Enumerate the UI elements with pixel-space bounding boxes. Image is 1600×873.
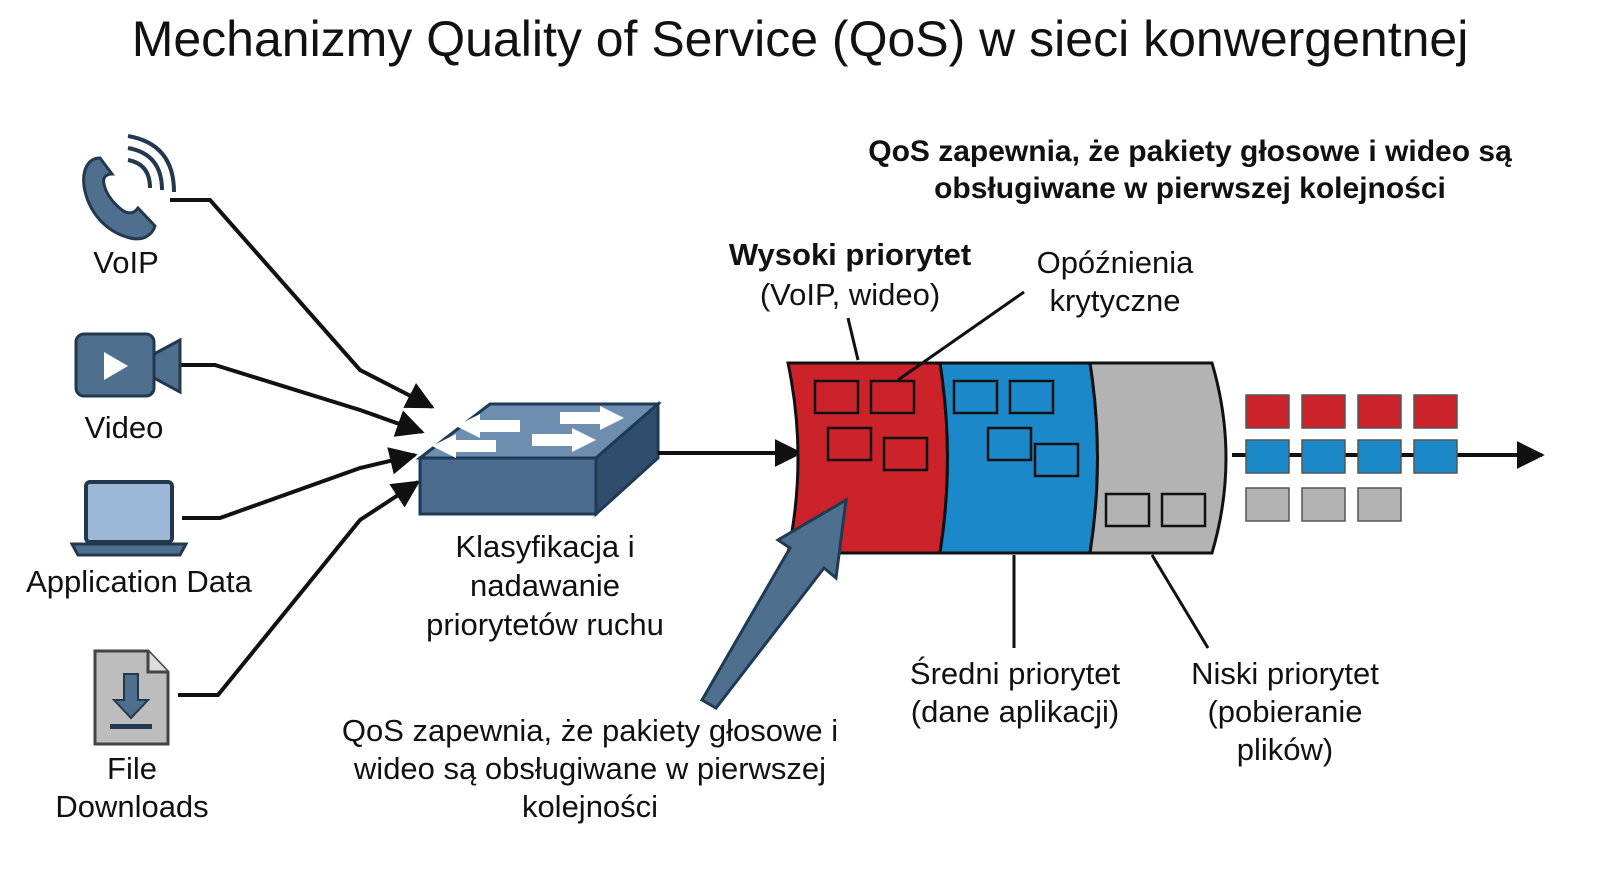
out-packet-low (1357, 487, 1402, 522)
video-camera-icon (74, 332, 182, 398)
appdata-connector (182, 447, 418, 520)
source-label-file-downloads: File Downloads (55, 751, 209, 824)
file-download-icon (93, 649, 170, 746)
medium-priority-label: Średni priorytet (dane aplikacji) (909, 656, 1121, 729)
source-label-application-data: Application Data (26, 564, 252, 599)
out-packet-high (1245, 394, 1290, 429)
low-priority-label: Niski priorytet (pobieranie plików) (1191, 656, 1379, 767)
network-switch-icon (415, 400, 663, 518)
callout-lines (846, 290, 1210, 649)
high-packet (869, 379, 916, 415)
out-packet-low (1301, 487, 1346, 522)
out-packet-high (1301, 394, 1346, 429)
low-priority-segment (1088, 361, 1228, 555)
out-packet-medium (1301, 439, 1346, 474)
switch-label: Klasyfikacja i nadawanie priorytetów ruc… (426, 529, 664, 642)
high-packet (826, 426, 873, 462)
out-packet-medium (1245, 439, 1290, 474)
high-priority-title: Wysoki priorytet (728, 237, 972, 272)
out-packet-medium (1357, 439, 1402, 474)
high-priority-detail: (VoIP, wideo) (759, 277, 941, 312)
medium-packet (1008, 379, 1055, 415)
note-top-right: QoS zapewnia, że pakiety głosowe i wideo… (868, 135, 1512, 205)
low-priority-leader (1150, 554, 1210, 649)
latency-leader (897, 290, 1025, 382)
page-title: Mechanizmy Quality of Service (QoS) w si… (131, 11, 1469, 67)
note-bottom: QoS zapewnia, że pakiety głosowe i wideo… (341, 713, 839, 824)
laptop-icon (69, 480, 189, 557)
voip-connector (170, 198, 435, 409)
low-packet (1160, 492, 1207, 528)
high-packet (882, 436, 929, 472)
source-connectors (170, 198, 435, 697)
medium-packet (986, 426, 1033, 462)
qos-pointer-arrow (699, 497, 848, 710)
video-connector (178, 363, 425, 437)
out-packet-high (1413, 394, 1458, 429)
high-priority-leader (846, 317, 860, 361)
source-label-voip: VoIP (93, 245, 159, 280)
medium-packet (1033, 442, 1080, 478)
output-packets (1245, 394, 1458, 522)
source-label-video: Video (84, 410, 164, 445)
out-packet-low (1245, 487, 1290, 522)
out-packet-high (1357, 394, 1402, 429)
low-packet (1104, 492, 1151, 528)
medium-priority-segment (938, 361, 1099, 555)
medium-packet (952, 379, 999, 415)
latency-note: Opóźnienia krytyczne (1036, 245, 1194, 318)
phone-icon (82, 134, 176, 241)
out-packet-medium (1413, 439, 1458, 474)
files-connector (178, 480, 421, 697)
queue-pipe (786, 361, 1228, 555)
high-packet (813, 379, 860, 415)
